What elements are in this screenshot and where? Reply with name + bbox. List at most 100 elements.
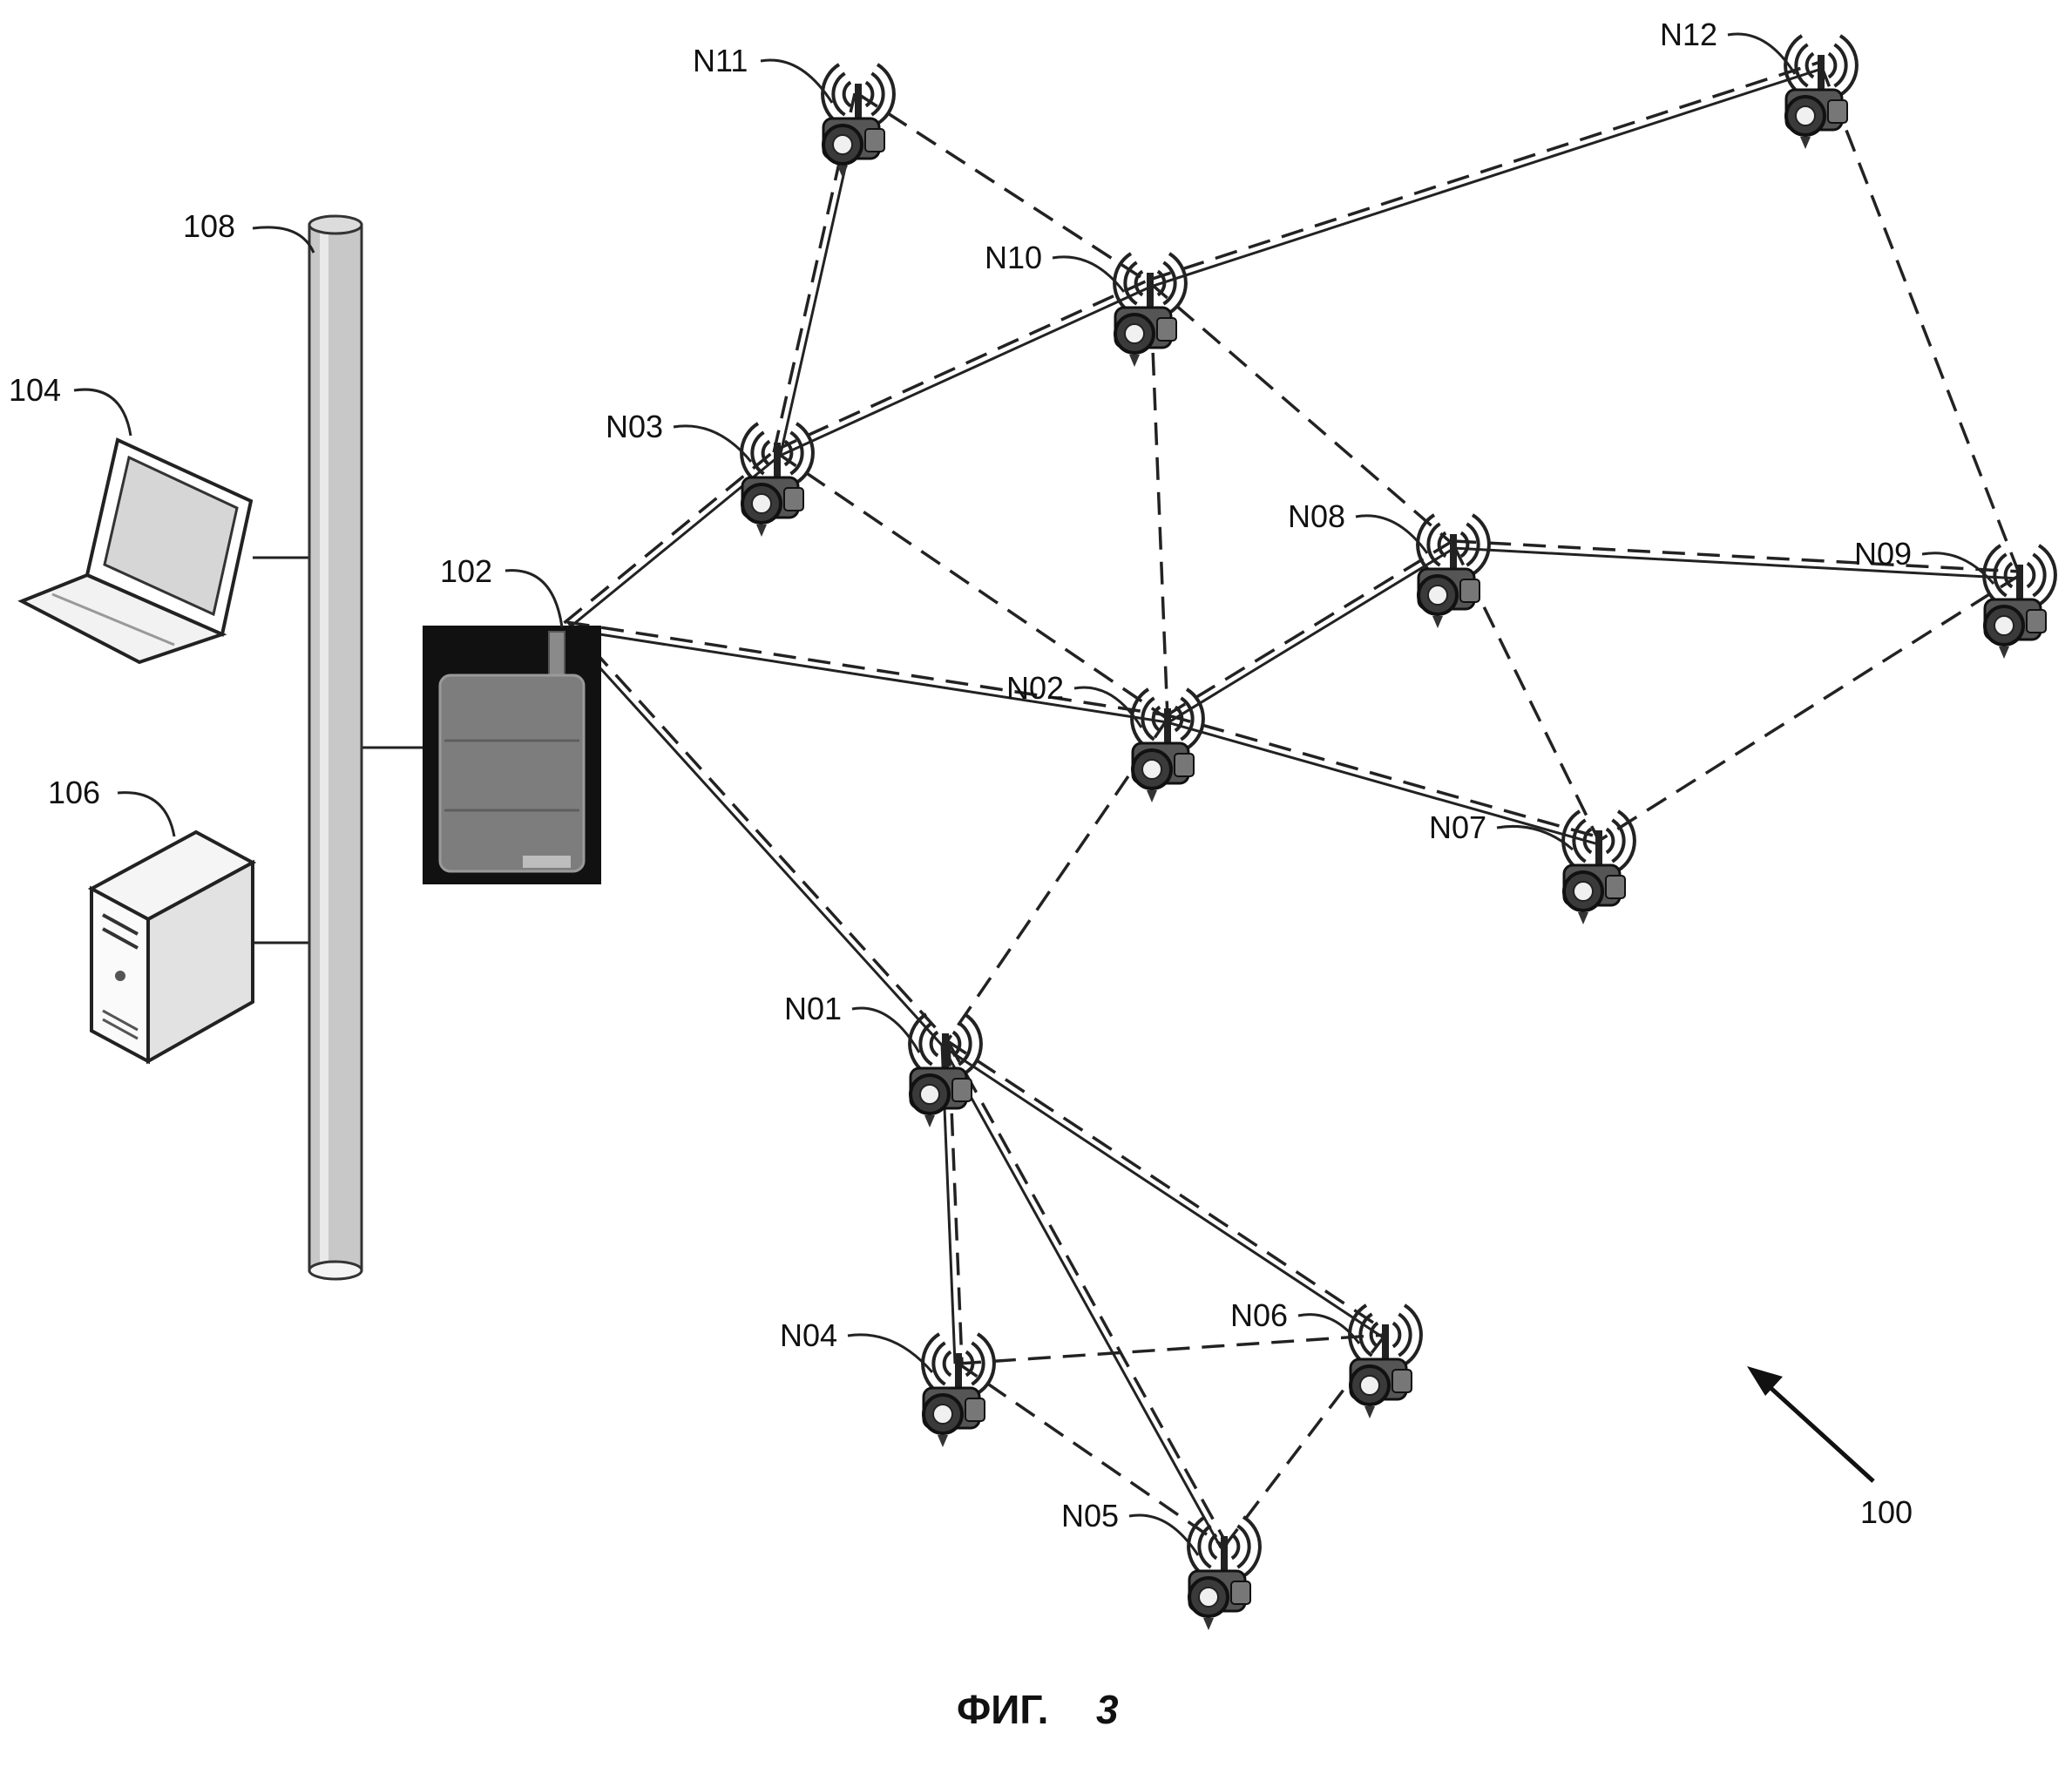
antenna-icon [942, 1033, 949, 1081]
link-N10-N02 [1148, 282, 1169, 720]
dashed-link [775, 278, 1150, 451]
link-N11-N10 [857, 92, 1151, 285]
node-label: N05 [1061, 1498, 1119, 1533]
link-102-N01 [562, 622, 950, 1047]
antenna-icon [955, 1353, 962, 1401]
system-arrow [1757, 1375, 1875, 1483]
node-leader [1052, 255, 1126, 293]
bus-pipe [308, 223, 363, 1272]
dashed-link [1148, 281, 1455, 546]
node-leader [1496, 824, 1574, 851]
dashed-link [1453, 539, 2021, 573]
transmitter-icon [1983, 598, 2047, 659]
link-N12-N09 [1819, 64, 2021, 576]
dashed-link [1148, 282, 1169, 720]
dashed-link [958, 1362, 1225, 1548]
node-n02 [1130, 687, 1205, 802]
dashed-link [946, 1041, 1229, 1546]
dashed-link [944, 718, 1169, 1045]
node-n05 [1187, 1515, 1262, 1630]
node-label: N01 [784, 991, 842, 1026]
node-n03 [740, 422, 815, 537]
laptop-leader [73, 388, 132, 437]
solid-link [942, 1046, 1385, 1339]
node-leader [1727, 32, 1797, 75]
transmitter-icon [1131, 741, 1195, 802]
gateway-badge [523, 856, 571, 868]
figure-caption-prefix: ФИГ. [957, 1687, 1048, 1732]
antenna-icon [1382, 1324, 1389, 1372]
transmitter-icon [741, 476, 804, 537]
gateway-leader [504, 569, 564, 628]
transmitter-icon [1188, 1569, 1251, 1630]
node-leader [847, 1333, 934, 1373]
node-label: N03 [606, 409, 663, 444]
link-102-N02 [565, 620, 1168, 724]
bus-pipe-top [308, 214, 363, 235]
link-N08-N09 [1452, 539, 2021, 580]
node-leader [673, 424, 753, 463]
link-N04-N05 [958, 1362, 1225, 1548]
dashed-link [1819, 64, 2021, 576]
bus-leader [252, 226, 315, 254]
link-N10-N12 [1148, 60, 1823, 288]
solid-link [778, 285, 1153, 458]
node-n01 [908, 1012, 983, 1127]
dashed-link [946, 1039, 1389, 1334]
wireless-signal-icon [1130, 687, 1205, 750]
transmitter-icon [922, 1386, 985, 1447]
node-label: N07 [1429, 809, 1486, 845]
node-n09 [1982, 544, 2057, 659]
bus-pipe-bottom [308, 1260, 363, 1281]
transmitter-icon [1784, 88, 1848, 149]
transmitter-icon [1417, 567, 1480, 628]
server-label: 106 [48, 775, 100, 810]
figure-caption-number: 3 [1096, 1687, 1119, 1732]
node-leader [1297, 1313, 1361, 1344]
solid-link [1168, 546, 1456, 723]
dashed-link [1598, 573, 2021, 843]
laptop-icon [17, 437, 254, 665]
solid-link [565, 627, 1168, 724]
server-icon [87, 829, 257, 1065]
antenna-icon [2016, 565, 2023, 613]
server-leader [117, 791, 176, 837]
link-N02-N07 [1166, 714, 1601, 846]
solid-link [562, 626, 945, 1047]
antenna-icon [855, 84, 862, 132]
node-label: N10 [985, 240, 1042, 275]
node-leader [760, 58, 834, 104]
solid-link [1150, 67, 1823, 288]
laptop-label: 104 [9, 372, 61, 408]
dashed-link [958, 1333, 1386, 1365]
link-N02-N08 [1165, 540, 1456, 723]
solid-link [1166, 721, 1599, 846]
dashed-link [1148, 60, 1821, 281]
node-label: N02 [1006, 670, 1064, 706]
antenna-icon [1164, 708, 1171, 756]
node-label: N06 [1230, 1297, 1288, 1333]
transmitter-icon [822, 117, 885, 178]
node-n12 [1784, 34, 1859, 149]
node-n06 [1348, 1303, 1423, 1418]
transmitter-icon [909, 1066, 972, 1127]
dashed-link [772, 92, 857, 453]
wireless-signal-icon [821, 63, 896, 125]
dashed-link [567, 622, 950, 1043]
node-n10 [1113, 252, 1188, 367]
node-label: N11 [693, 43, 748, 78]
node-leader [1921, 552, 1995, 585]
antenna-icon [774, 443, 781, 491]
bus-label: 108 [183, 208, 235, 244]
dashed-link [857, 92, 1151, 285]
dashed-link [566, 620, 1168, 717]
solid-link [941, 1045, 1222, 1549]
node-n04 [921, 1332, 996, 1447]
link-N02-N01 [944, 718, 1169, 1045]
link-N01-N06 [942, 1039, 1389, 1339]
wireless-signal-icon [740, 422, 815, 484]
link-N10-N08 [1148, 281, 1455, 546]
node-n07 [1561, 809, 1636, 924]
solid-link [1452, 546, 2020, 580]
